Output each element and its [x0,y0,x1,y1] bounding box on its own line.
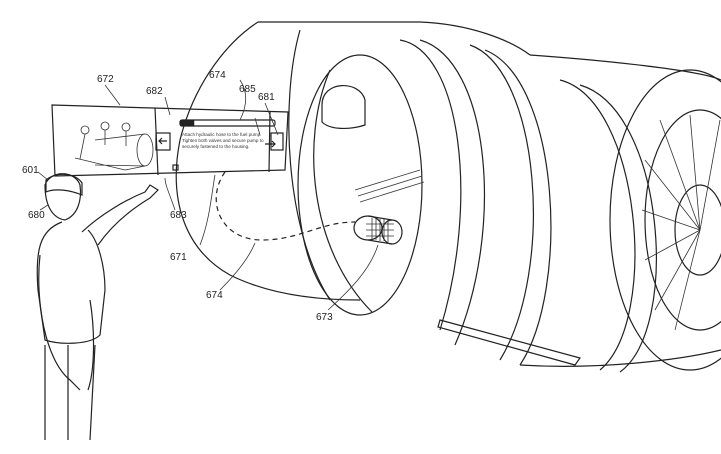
ar-panel [51,104,289,177]
ref-685: 685 [239,84,256,95]
ref-682: 682 [146,86,163,97]
arrow-left-icon [158,137,167,145]
prev-button[interactable] [155,132,171,151]
ref-683: 683 [170,210,187,221]
person-680 [36,173,159,441]
component-673 [353,215,403,245]
ref-672: 672 [97,74,114,85]
guidance-path [215,171,356,241]
panel-illustration [74,121,154,171]
ref-601: 601 [22,165,39,176]
ref-681: 681 [258,92,275,103]
panel-icon [172,164,179,171]
arrow-right-icon [265,140,276,148]
ref-671: 671 [170,252,187,263]
ref-680: 680 [28,210,45,221]
ref-674-bottom: 674 [206,290,223,301]
progress-fill [180,120,195,126]
instruction-text: Attach hydraulic hose to the fuel pump. … [182,132,264,149]
ref-673: 673 [316,312,333,323]
leader-lines [37,79,379,311]
ref-674-top: 674 [209,70,226,81]
engine [175,21,721,373]
